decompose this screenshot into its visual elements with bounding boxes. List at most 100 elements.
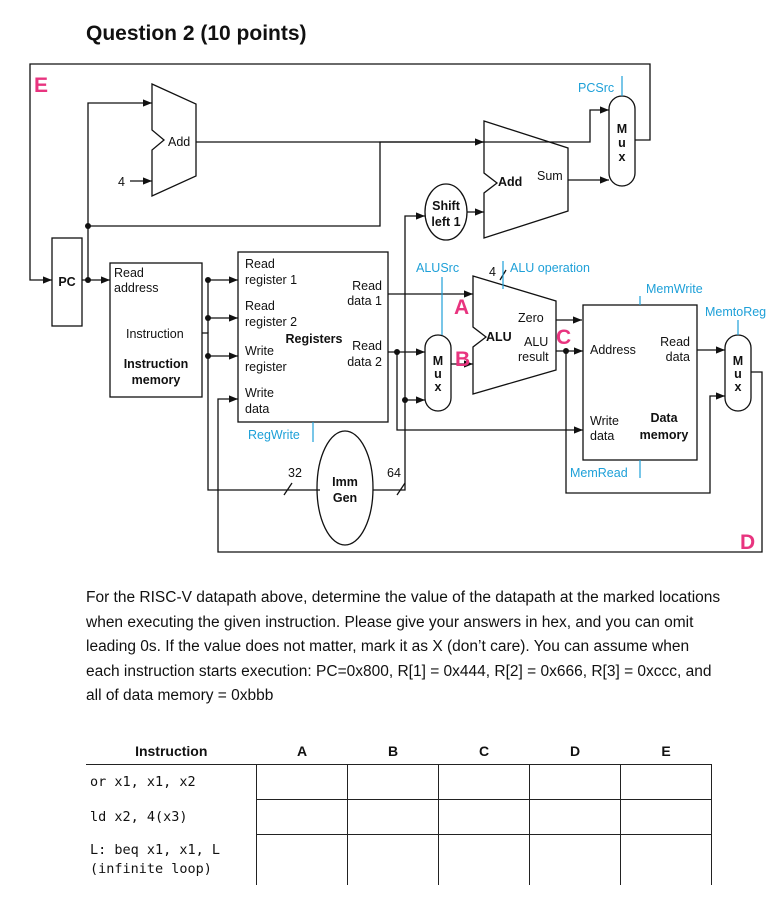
reg-write-data-b: data [245,402,269,416]
dmem-name-2: memory [640,428,689,442]
instruction-cell: L: beq x1, x1, L (infinite loop) [90,841,221,877]
memwrite-label: MemWrite [646,282,703,296]
pc-adder-label: Add [168,135,190,149]
wb-mux-x: x [735,380,742,394]
wb-mux-m: M [733,354,743,368]
alu-shape [472,275,557,395]
reg-read-data1-b: data 1 [347,294,382,308]
reg-read-data1-a: Read [352,279,382,293]
branch-adder-shape [483,120,569,239]
dmem-read-data-b: data [666,350,690,364]
alusrc-label: ALUSrc [416,261,459,275]
answer-cell-c[interactable] [438,799,530,835]
table-row: ld x2, 4(x3) [86,799,712,835]
alu-mux-m: M [433,354,443,368]
reg-read-reg2-a: Read [245,299,275,313]
alu-four: 4 [489,265,496,279]
marker-d: D [740,531,755,554]
instruction-memory-box [109,262,203,398]
answer-cell-d[interactable] [529,764,621,800]
imm-in-width: 32 [288,466,302,480]
dmem-name-1: Data [650,411,678,425]
registers-box [237,251,389,423]
header-e: E [661,743,671,759]
imm-gen-shape [316,430,374,546]
pc-box [51,237,83,327]
pc-label: PC [58,275,75,289]
imem-name-1: Instruction [124,357,189,371]
header-b: B [387,743,399,759]
data-memory-box [582,304,698,461]
alu-result-b: result [518,350,549,364]
marker-a: A [454,296,469,319]
memtoreg-label: MemtoReg [705,305,766,319]
pc-mux-x: x [619,150,626,164]
answer-cell-d[interactable] [529,834,621,885]
shift-left-label-2: left 1 [431,215,460,229]
imm-out-width: 64 [387,466,401,480]
imm-gen-1: Imm [332,475,358,489]
registers-name: Registers [286,332,343,346]
memread-label: MemRead [570,466,628,480]
imem-read-address-1: Read [114,266,144,280]
dmem-write-data-b: data [590,429,614,443]
reg-write-reg-b: register [245,360,287,374]
alu-mux-shape [424,334,452,412]
pc-adder-shape [151,82,197,198]
imem-instruction: Instruction [126,327,184,341]
four-const-label: 4 [118,175,125,189]
reg-write-reg-a: Write [245,344,274,358]
shift-left-label-1: Shift [432,199,461,213]
header-a: A [296,743,308,759]
answer-cell-b[interactable] [347,799,439,835]
marker-b: B [455,348,470,371]
sum-label: Sum [537,169,563,183]
reg-read-data2-a: Read [352,339,382,353]
answer-cell-e[interactable] [620,834,712,885]
branch-adder-label: Add [498,175,522,189]
reg-read-reg1-b: register 1 [245,273,297,287]
answer-cell-b[interactable] [347,764,439,800]
header-instruction: Instruction [135,743,208,759]
pc-mux-u: u [618,136,626,150]
pc-mux-m: M [617,122,627,136]
reg-read-reg1-a: Read [245,257,275,271]
reg-write-data-a: Write [245,386,274,400]
answer-cell-a[interactable] [256,834,348,885]
header-d: D [569,743,581,759]
question-paragraph: For the RISC-V datapath above, determine… [86,589,721,704]
answer-cell-a[interactable] [256,764,348,800]
answer-cell-e[interactable] [620,764,712,800]
answer-cell-d[interactable] [529,799,621,835]
imm-gen-2: Gen [333,491,357,505]
imem-name-2: memory [132,373,181,387]
imem-read-address-2: address [114,281,158,295]
header-c: C [478,743,490,759]
answer-cell-e[interactable] [620,799,712,835]
alu-mux-u: u [434,367,442,381]
alu-name: ALU [486,330,512,344]
answer-cell-c[interactable] [438,834,530,885]
instruction-cell: ld x2, 4(x3) [90,808,188,825]
answer-cell-a[interactable] [256,799,348,835]
answer-cell-b[interactable] [347,834,439,885]
regwrite-label: RegWrite [248,428,300,442]
answer-table: Instruction A B C D E or x1, x1, x2 ld x… [86,738,712,885]
dmem-address: Address [590,343,636,357]
instruction-cell: or x1, x1, x2 [86,764,257,800]
alu-mux-x: x [435,380,442,394]
marker-e: E [34,74,48,97]
dmem-write-data-a: Write [590,414,619,428]
alu-zero: Zero [518,311,544,325]
dmem-read-data-a: Read [660,335,690,349]
table-row: L: beq x1, x1, L (infinite loop) [86,834,712,885]
reg-read-reg2-b: register 2 [245,315,297,329]
question-title: Question 2 (10 points) [86,22,307,45]
wb-mux-u: u [734,367,742,381]
reg-read-data2-b: data 2 [347,355,382,369]
pcsrc-label: PCSrc [578,81,614,95]
datapath-diagram: PC Add 4 Add Sum Shift left 1 M u x M u … [29,63,766,554]
alu-result-a: ALU [524,335,548,349]
answer-cell-c[interactable] [438,764,530,800]
table-row: or x1, x1, x2 [86,764,712,800]
